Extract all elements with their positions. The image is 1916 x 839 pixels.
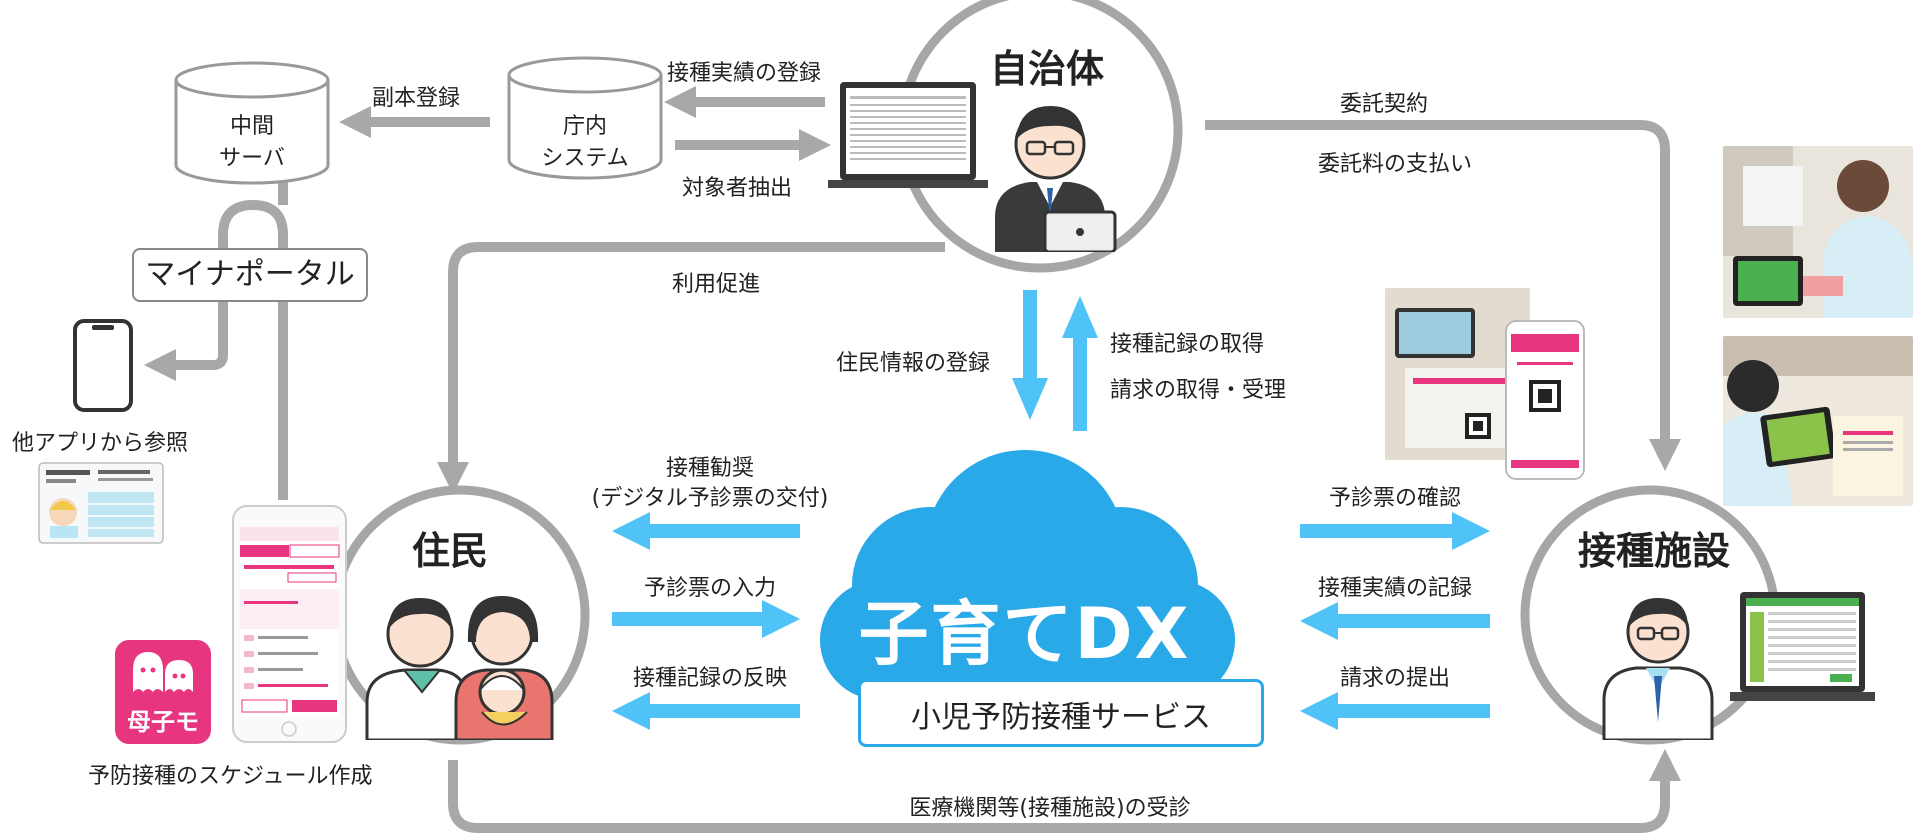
internal-system-label-1: 庁内 bbox=[562, 114, 607, 139]
arrow-medical-visit bbox=[448, 748, 1682, 833]
arrow-portal-to-phone bbox=[143, 300, 228, 382]
label-record-acquisition: 接種記録の取得 bbox=[1110, 332, 1265, 357]
blue-arrow-record-reflection bbox=[612, 692, 800, 730]
municipality-person-icon bbox=[995, 106, 1117, 252]
photo-doctor-tablet bbox=[1723, 336, 1913, 506]
label-billing-acquisition: 請求の取得・受理 bbox=[1110, 378, 1287, 403]
doctor-icon bbox=[1602, 598, 1714, 740]
label-resident-info: 住民情報の登録 bbox=[836, 351, 991, 376]
label-target-extraction: 対象者抽出 bbox=[682, 176, 793, 201]
label-duplicate-registration: 副本登録 bbox=[372, 86, 461, 111]
central-title: 子育てDX bbox=[858, 593, 1191, 675]
resident-family-icon bbox=[365, 596, 554, 740]
label-consignment-fee: 委託料の支払い bbox=[1318, 152, 1473, 177]
resident-label: 住民 bbox=[412, 529, 489, 573]
central-subtitle: 小児予防接種サービス bbox=[911, 700, 1211, 735]
arrow-consignment bbox=[1205, 120, 1682, 472]
intermediate-server-icon bbox=[174, 61, 330, 185]
mynumber-card-icon bbox=[38, 462, 164, 544]
label-record-recording: 接種実績の記録 bbox=[1317, 576, 1472, 601]
municipality-laptop-icon bbox=[828, 82, 988, 188]
intermediate-server-label-2: サーバ bbox=[219, 146, 285, 171]
boshimo-app-name: 母子モ bbox=[127, 708, 199, 736]
line-server-to-portal bbox=[218, 199, 288, 250]
blue-arrow-resident-info bbox=[1012, 290, 1048, 420]
label-medical-visit: 医療機関等(接種施設)の受診 bbox=[909, 796, 1191, 821]
photo-nurse-tablet bbox=[1723, 146, 1913, 318]
label-billing-submission: 請求の提出 bbox=[1339, 666, 1450, 691]
municipality-label: 自治体 bbox=[990, 47, 1105, 91]
blue-arrow-questionnaire-input bbox=[612, 600, 800, 638]
label-digital-questionnaire: (デジタル予診票の交付) bbox=[591, 486, 829, 511]
label-questionnaire-input: 予診票の入力 bbox=[643, 576, 776, 601]
label-encouragement: 接種勧奨 bbox=[665, 456, 754, 481]
boshimo-app-icon bbox=[115, 640, 211, 744]
internal-system-label-2: システム bbox=[541, 146, 629, 171]
app-screen-mockup bbox=[232, 505, 347, 743]
myna-portal-box: マイナポータル bbox=[132, 248, 368, 302]
blue-arrow-record-recording bbox=[1300, 602, 1490, 640]
facility-label: 接種施設 bbox=[1578, 529, 1731, 573]
schedule-creation-label: 予防接種のスケジュール作成 bbox=[88, 764, 373, 789]
blue-arrow-record-acquisition bbox=[1062, 296, 1098, 431]
intermediate-server-label-1: 中間 bbox=[229, 114, 274, 139]
blue-arrow-questionnaire-check bbox=[1300, 512, 1490, 550]
internal-system-icon bbox=[507, 56, 663, 180]
blue-arrow-encouragement bbox=[612, 512, 800, 550]
label-usage-promotion: 利用促進 bbox=[672, 272, 761, 297]
cloud-shape bbox=[820, 450, 1235, 700]
central-subtitle-box bbox=[858, 679, 1264, 747]
blue-arrow-billing-submission bbox=[1300, 692, 1490, 730]
label-consignment-contract: 委託契約 bbox=[1340, 92, 1429, 117]
label-questionnaire-check: 予診票の確認 bbox=[1328, 486, 1461, 511]
smartphone-icon bbox=[73, 319, 133, 412]
arrow-usage-promotion bbox=[436, 242, 945, 495]
other-apps-label: 他アプリから参照 bbox=[12, 431, 189, 456]
photo-phone-qr bbox=[1505, 320, 1585, 480]
label-record-reflection: 接種記録の反映 bbox=[632, 666, 787, 691]
label-record-registration: 接種実績の登録 bbox=[667, 61, 822, 86]
facility-laptop-icon bbox=[1730, 592, 1875, 701]
